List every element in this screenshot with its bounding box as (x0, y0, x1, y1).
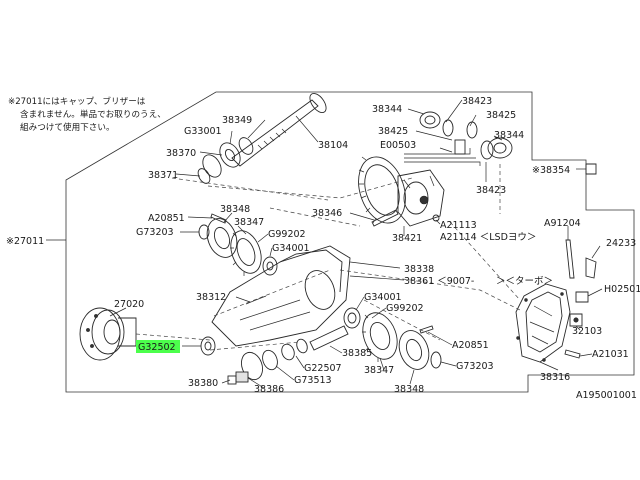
label-32103[interactable]: 32103 (572, 326, 602, 337)
assembly-frame (65, 91, 635, 393)
bolt-a20851-right (419, 325, 434, 334)
label-38425-right[interactable]: 38425 (486, 110, 516, 121)
dash-line-pinion (209, 341, 301, 351)
dash-line-flange (135, 333, 211, 341)
leader-lines (109, 99, 603, 389)
label-a20851-left[interactable]: A20851 (148, 213, 185, 224)
label-38338[interactable]: 38338 (404, 264, 434, 275)
pinion-seal-parts (227, 338, 308, 385)
label-a21114[interactable]: A21114 ＜LSDヨウ＞ (440, 232, 536, 243)
label-38347-left[interactable]: 38347 (234, 217, 264, 228)
label-38349[interactable]: 38349 (222, 115, 252, 126)
label-38385[interactable]: 38385 (342, 348, 372, 359)
dash-line-carrier (269, 207, 361, 227)
label-h02501[interactable]: H02501 (604, 284, 640, 295)
label-g73513[interactable]: G73513 (294, 375, 332, 386)
plug-32103 (569, 313, 583, 327)
dash-line-right-bearing (339, 269, 521, 311)
bearing-38347-right (362, 312, 398, 362)
o-ring-g73203-right (430, 351, 442, 369)
label-38361[interactable]: 38361 ＜9007- (404, 276, 474, 287)
spacer-38385 (309, 325, 349, 351)
plug-h02501 (575, 291, 589, 303)
label-38354[interactable]: ※38354 (532, 165, 570, 176)
label-38386[interactable]: 38386 (254, 384, 284, 395)
label-e00503[interactable]: E00503 (380, 140, 416, 151)
label-24233[interactable]: 24233 (606, 238, 636, 249)
breather-38354 (585, 163, 597, 175)
dash-line-cover (449, 221, 521, 301)
label-38316[interactable]: 38316 (540, 372, 570, 383)
label-38104[interactable]: 38104 (318, 140, 348, 151)
label-g22507[interactable]: G22507 (304, 363, 342, 374)
label-a21031[interactable]: A21031 (592, 349, 629, 360)
bolt-a21113 (432, 214, 440, 222)
differential-case (397, 169, 445, 227)
axle-shaft-38104 (231, 92, 327, 167)
side-gear-parts (404, 111, 513, 166)
label-38348-right[interactable]: 38348 (394, 384, 424, 395)
note-line-3: 組みつけて使用下さい。 (20, 121, 115, 133)
note-line-1: ※27011にはキャップ、ブリザーは (8, 95, 146, 107)
label-38370[interactable]: 38370 (166, 148, 196, 159)
label-g33001[interactable]: G33001 (184, 126, 222, 137)
label-g99202-right[interactable]: G99202 (386, 303, 424, 314)
label-turbo: ＞＜ターボ＞ (496, 276, 553, 287)
label-g73203-right[interactable]: G73203 (456, 361, 494, 372)
label-38346[interactable]: 38346 (312, 208, 342, 219)
label-38421[interactable]: 38421 (392, 233, 422, 244)
label-38344-right[interactable]: 38344 (494, 130, 524, 141)
highlight-marker (136, 340, 180, 353)
bracket-24233 (585, 257, 597, 279)
label-38371[interactable]: 38371 (148, 170, 178, 181)
bolt-a21031 (564, 349, 581, 359)
bearing-38370 (202, 137, 254, 178)
label-g34001-right[interactable]: G34001 (364, 292, 402, 303)
label-38348-left[interactable]: 38348 (220, 204, 250, 215)
retainer-38348-right (398, 330, 430, 370)
label-38347-right[interactable]: 38347 (364, 365, 394, 376)
label-38423-bottom[interactable]: 38423 (476, 185, 506, 196)
label-a91204[interactable]: A91204 (544, 218, 581, 229)
oil-seal-g34001-left (262, 256, 278, 276)
label-38380[interactable]: 38380 (188, 378, 218, 389)
bolt-a20851-left (210, 213, 227, 224)
label-27020[interactable]: 27020 (114, 299, 144, 310)
label-38344-top[interactable]: 38344 (372, 104, 402, 115)
label-38312[interactable]: 38312 (196, 292, 226, 303)
frame-label: ※27011 (6, 236, 44, 247)
part-labels: 38349 G33001 38370 38371 38104 38344 384… (114, 96, 640, 401)
dash-line-right-seal (363, 299, 441, 341)
label-g32502[interactable]: G32502 (138, 342, 176, 353)
label-g34001-left[interactable]: G34001 (272, 243, 310, 254)
bolt-38346 (371, 209, 399, 227)
note-line-2: 含まれません。単品でお取りのうえ、 (20, 108, 166, 120)
stud-a91204 (565, 239, 575, 279)
companion-flange-27020 (79, 307, 137, 361)
dash-line-upper (207, 177, 413, 199)
diagram-id: A195001001 (576, 390, 637, 401)
oil-seal-g34001-right (343, 307, 361, 329)
ring-gear-38421 (358, 156, 406, 224)
label-a21113[interactable]: A21113 (440, 220, 477, 231)
label-38423-top[interactable]: 38423 (462, 96, 492, 107)
label-38425-left[interactable]: 38425 (378, 126, 408, 137)
label-a20851-right[interactable]: A20851 (452, 340, 489, 351)
carrier-housing-38312 (211, 245, 351, 347)
bearing-38347-left (230, 230, 262, 276)
label-g73203-left[interactable]: G73203 (136, 227, 174, 238)
dash-line-axle (171, 177, 329, 201)
label-g99202-left[interactable]: G99202 (268, 229, 306, 240)
rear-cover-38316 (515, 283, 571, 363)
